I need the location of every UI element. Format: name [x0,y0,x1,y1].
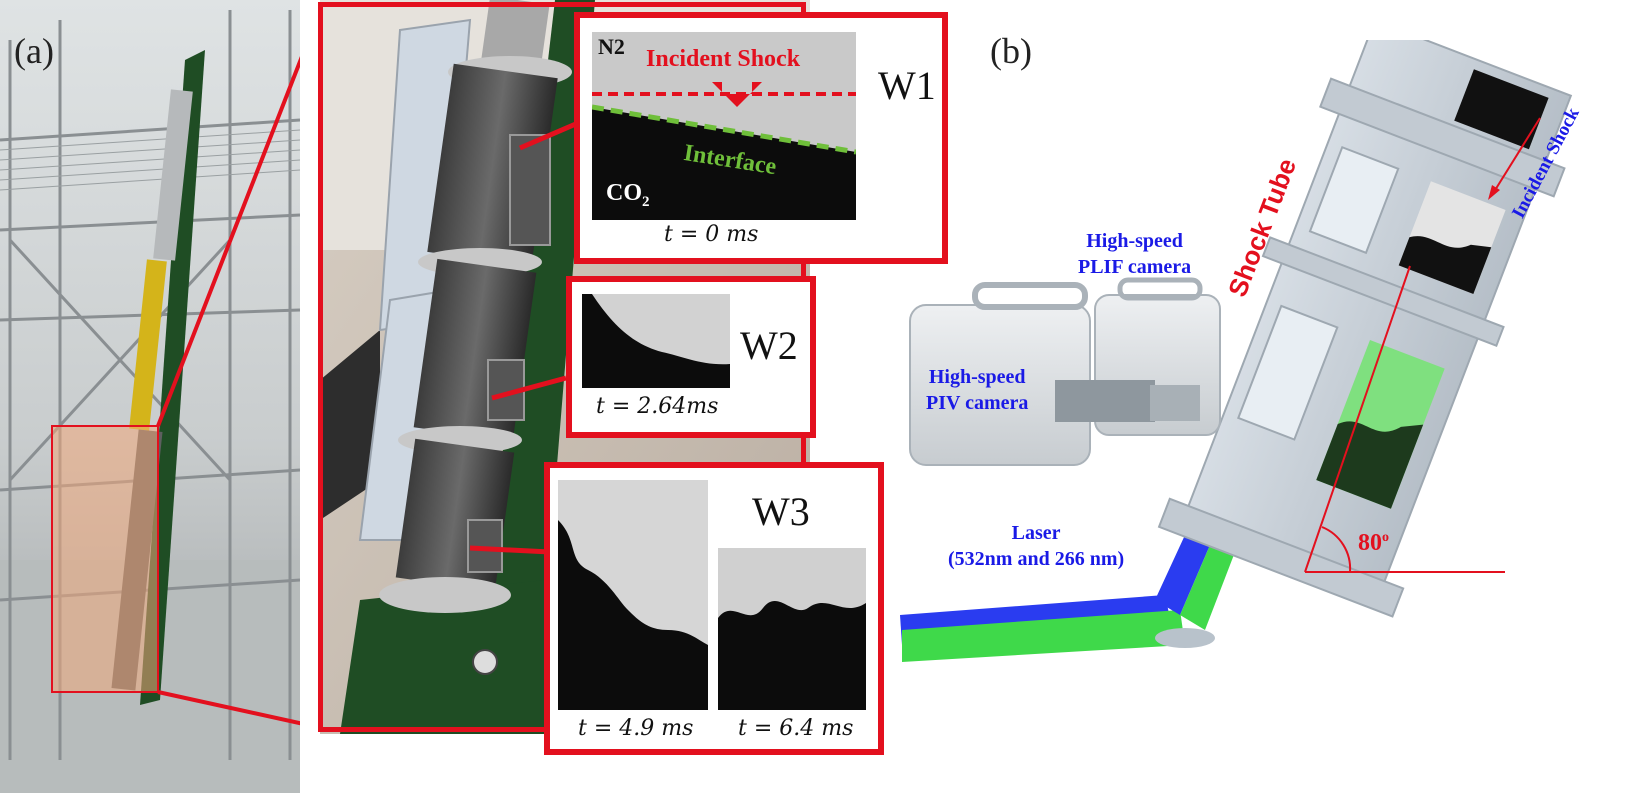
piv-camera-label-line1: High-speed [928,366,1026,388]
w3-time-label-early: t = 4.9 ms [578,716,694,741]
panel-a-label: (a) [14,31,54,71]
w1-gas-bottom-sub: 2 [642,193,650,210]
laser-label-line2: (532nm and 266 nm) [948,548,1125,570]
angle-unit: o [1382,530,1389,545]
laser-label-line1: Laser [1011,522,1061,544]
angle-value: 80 [1358,530,1382,556]
experimental-setup-illustration [900,40,1573,662]
w1-shock-label: Incident Shock [646,46,801,72]
w1-gas-bottom-base: CO [606,180,642,206]
w2-schlieren-image [582,294,730,388]
laser-label: Laser (532nm and 266 nm) [948,520,1124,572]
w1-time-label: t = 0 ms [664,222,759,247]
w3-image-late [718,548,866,710]
w1-gas-bottom-label: CO2 [606,180,650,211]
w1-gas-top-label: N2 [598,34,625,59]
piv-camera-label-line2: PIV camera [926,392,1029,414]
w3-label: W3 [752,489,810,534]
w2-time-label: t = 2.64ms [596,394,719,419]
plif-camera-label-line1: High-speed [1086,230,1183,252]
w1-schlieren-image [592,32,856,220]
angle-label: 80o [1358,530,1389,557]
plif-camera-label: High-speed PLIF camera [1078,228,1191,280]
w3-time-label-late: t = 6.4 ms [738,716,854,741]
w3-image-early [558,480,708,710]
plif-camera-label-line2: PLIF camera [1078,256,1192,278]
w1-label: W1 [878,63,936,108]
w2-label: W2 [740,323,798,368]
panel-b-label: (b) [990,31,1032,71]
piv-camera-label: High-speed PIV camera [926,364,1028,416]
facility-overview-illustration [0,0,300,793]
